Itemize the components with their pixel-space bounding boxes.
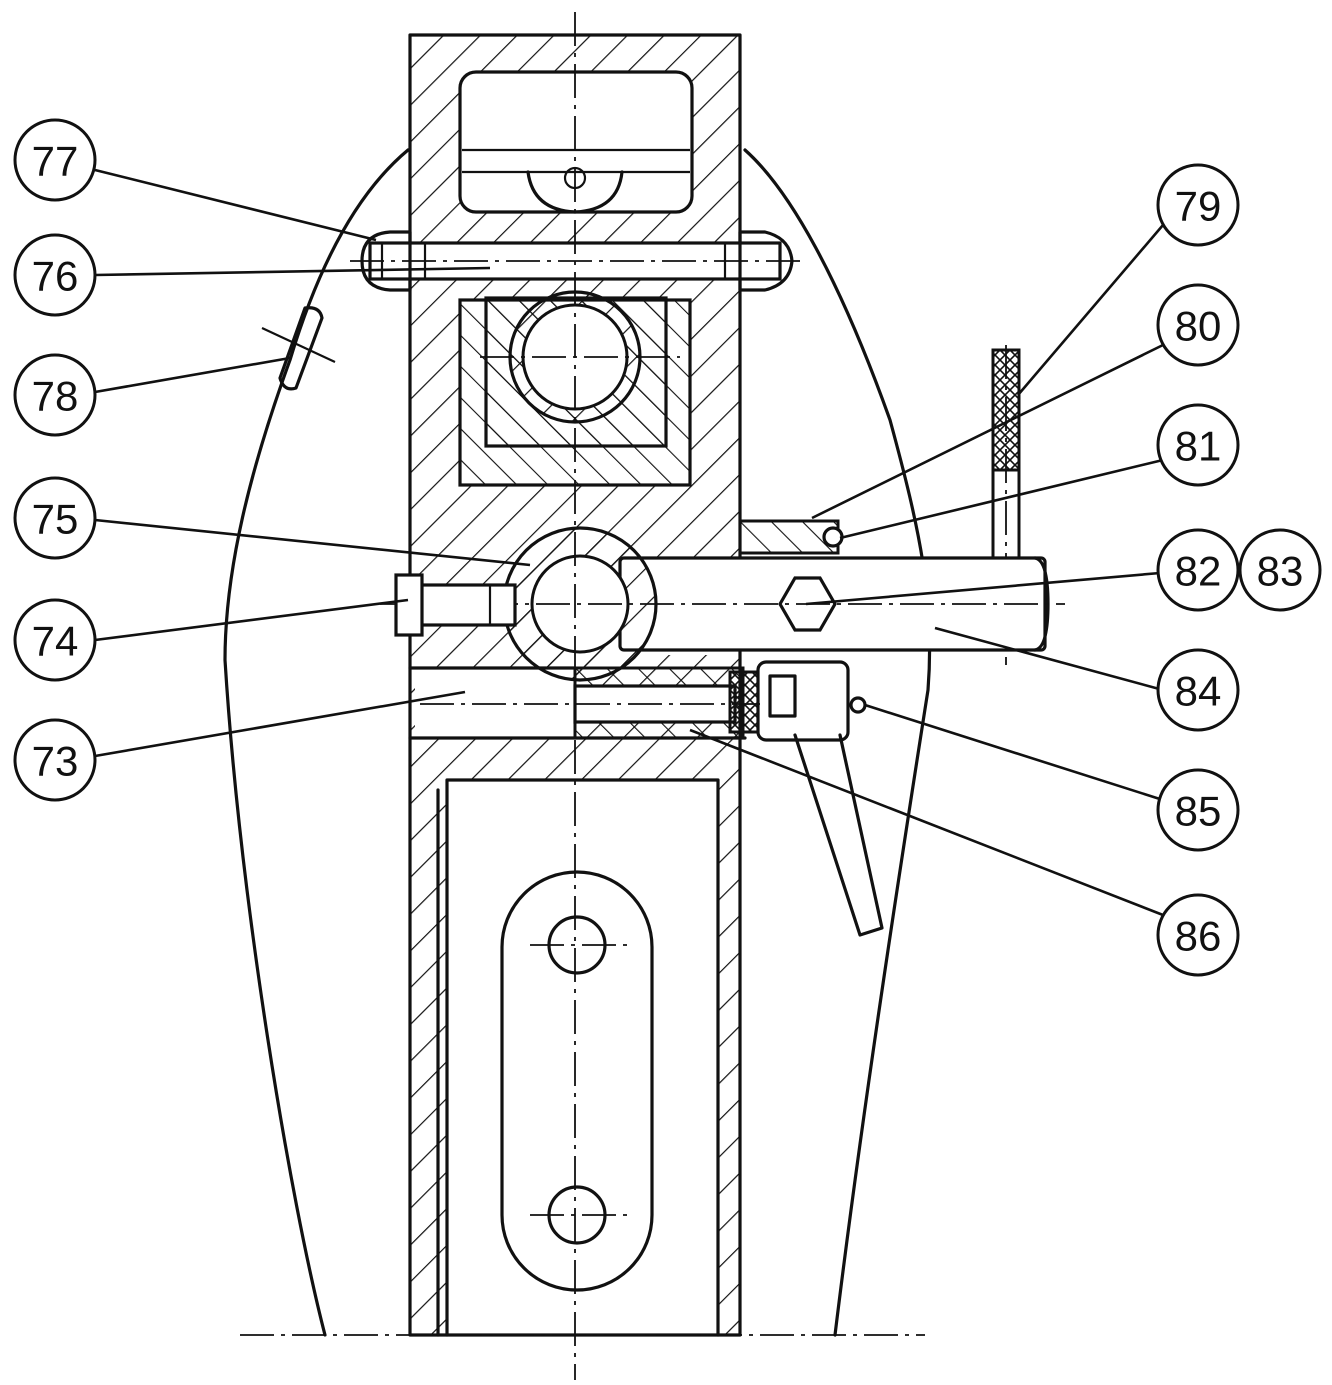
callout-75: 75 xyxy=(13,476,97,560)
callout-79: 79 xyxy=(1156,163,1240,247)
callout-83: 83 xyxy=(1238,528,1322,612)
svg-text:80: 80 xyxy=(1175,303,1222,350)
callout-73: 73 xyxy=(13,718,97,802)
callout-74: 74 xyxy=(13,598,97,682)
callout-85: 85 xyxy=(1156,768,1240,852)
callout-80: 80 xyxy=(1156,283,1240,367)
callout-84: 84 xyxy=(1156,648,1240,732)
leader-lines xyxy=(94,168,1164,917)
callout-77: 77 xyxy=(13,118,97,202)
side-screw-78 xyxy=(261,306,336,391)
svg-text:85: 85 xyxy=(1175,788,1222,835)
svg-text:77: 77 xyxy=(32,138,79,185)
svg-text:79: 79 xyxy=(1175,183,1222,230)
callout-76: 76 xyxy=(13,233,97,317)
svg-text:83: 83 xyxy=(1257,548,1304,595)
svg-text:78: 78 xyxy=(32,373,79,420)
svg-text:86: 86 xyxy=(1175,913,1222,960)
svg-text:76: 76 xyxy=(32,253,79,300)
slotted-plate xyxy=(500,870,654,1292)
svg-text:81: 81 xyxy=(1175,423,1222,470)
callout-86: 86 xyxy=(1156,893,1240,977)
svg-text:74: 74 xyxy=(32,618,79,665)
callout-82: 82 xyxy=(1156,528,1240,612)
bolt-74 xyxy=(394,573,517,637)
svg-text:75: 75 xyxy=(32,496,79,543)
svg-text:84: 84 xyxy=(1175,668,1222,715)
svg-text:73: 73 xyxy=(32,738,79,785)
lower-clamp-assembly xyxy=(420,660,884,937)
svg-text:82: 82 xyxy=(1175,548,1222,595)
top-clamp-block xyxy=(458,70,694,214)
callout-78: 78 xyxy=(13,353,97,437)
callout-81: 81 xyxy=(1156,403,1240,487)
